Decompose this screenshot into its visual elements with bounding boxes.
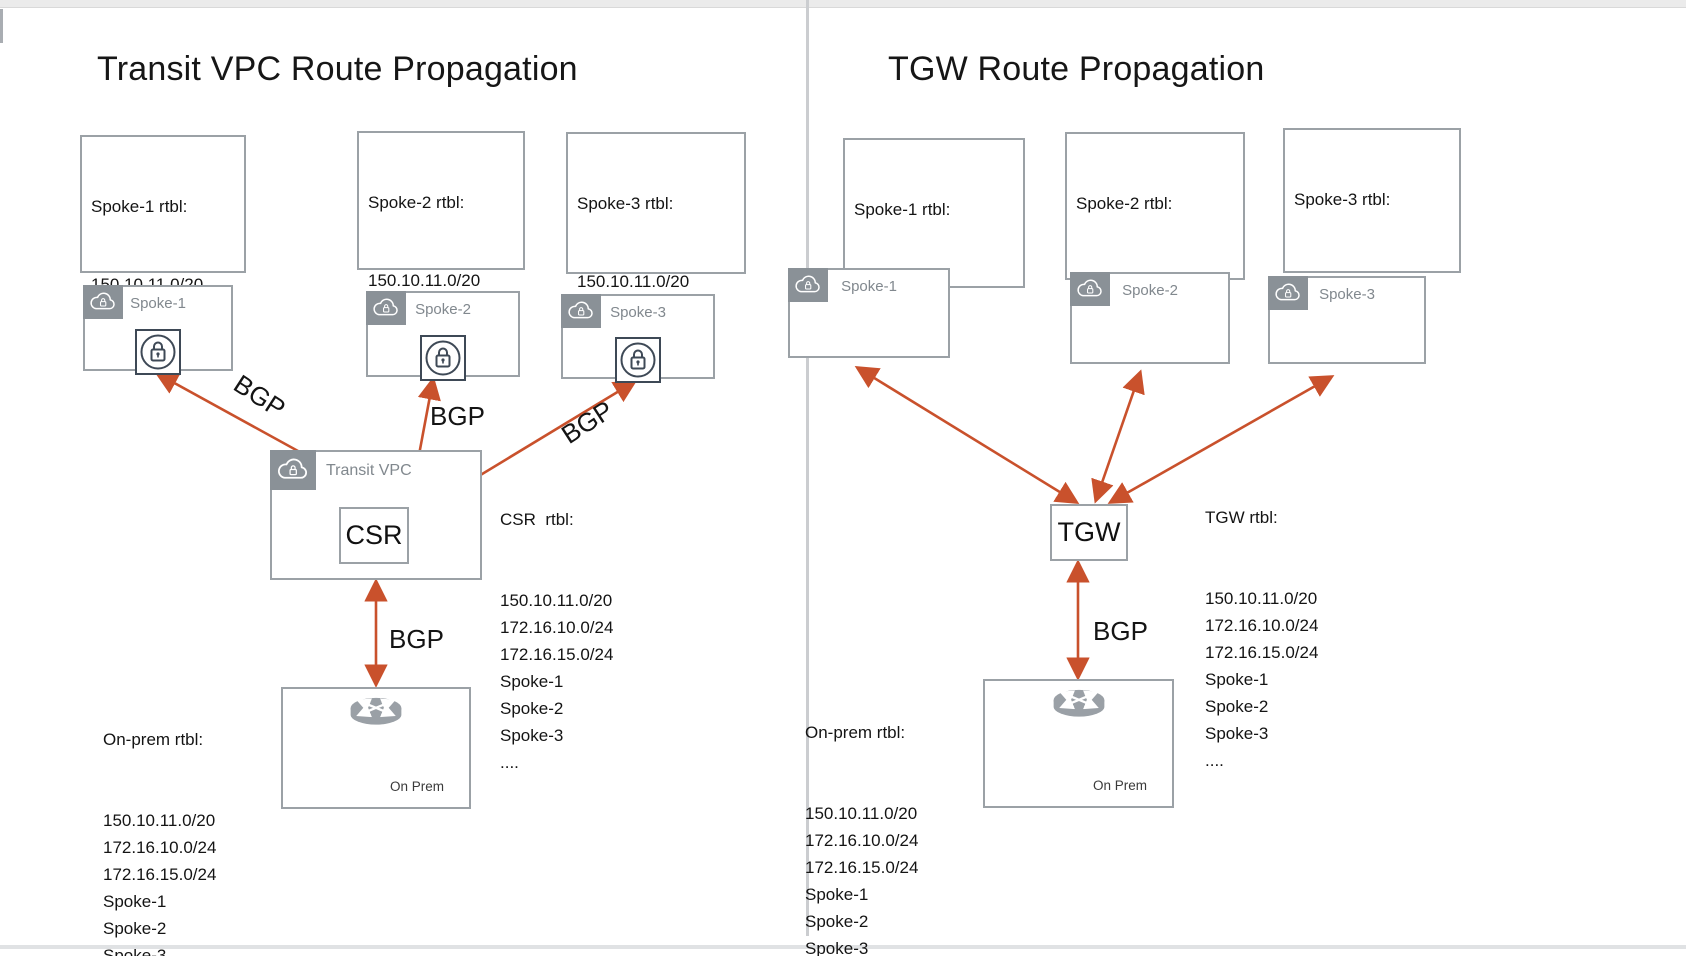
route-table-title: On-prem rtbl: <box>805 723 906 742</box>
vpc-label: Spoke-2 <box>1122 282 1178 299</box>
vpc-tab <box>366 291 406 325</box>
vpc-tab <box>83 285 123 319</box>
route-table-title: Spoke-1 rtbl: <box>91 197 188 216</box>
route-table-entries: 150.10.11.0/20 172.16.10.0/24 172.16.15.… <box>500 591 614 772</box>
right-spoke2-route-table: Spoke-2 rtbl: <box>1065 132 1245 280</box>
vpc-tab <box>1070 272 1110 306</box>
arrow-spoke2-tgw <box>1091 369 1145 504</box>
vpc-label: Spoke-1 <box>841 278 897 295</box>
left-spoke1-vpc-box: Spoke-1 <box>83 285 233 375</box>
route-table-entries: 150.10.11.0/20 172.16.10.0/24 172.16.15.… <box>103 811 217 956</box>
left-spoke2-route-table: Spoke-2 rtbl: 150.10.11.0/20 172.16.10.0… <box>357 131 525 368</box>
csr-node: CSR <box>339 507 409 564</box>
padlock-circle-icon <box>620 342 656 378</box>
route-table-title: Spoke-2 rtbl: <box>1076 194 1173 213</box>
route-table-title: Spoke-3 rtbl: <box>1294 190 1391 209</box>
csr-route-table: CSR rtbl: 150.10.11.0/20 172.16.10.0/24 … <box>500 452 613 830</box>
right-onprem-route-table: On-prem rtbl: 150.10.11.0/20 172.16.10.0… <box>805 665 918 956</box>
route-table-title: On-prem rtbl: <box>103 730 204 749</box>
route-table-title: Spoke-1 rtbl: <box>854 200 951 219</box>
padlock-circle-icon <box>425 340 461 376</box>
bgp-label-onprem: BGP <box>389 624 444 654</box>
arrow-spoke1-tgw <box>854 365 1080 505</box>
right-spoke2-vpc-box: Spoke-2 <box>1070 272 1230 364</box>
route-table-title: Spoke-3 rtbl: <box>577 194 674 213</box>
route-table-entries: 150.10.11.0/20 172.16.10.0/24 172.16.15.… <box>1205 589 1319 770</box>
left-spoke1-route-table: Spoke-1 rtbl: 150.10.11.0/20 172.16.10.0… <box>80 135 246 372</box>
right-onprem-box: On Prem <box>983 679 1174 808</box>
bgp-label-tgw-onprem: BGP <box>1093 616 1148 646</box>
pane-divider <box>806 0 809 936</box>
right-spoke1-route-table: Spoke-1 rtbl: <box>843 138 1025 288</box>
window-bottom-edge <box>0 945 1686 949</box>
route-table-title: TGW rtbl: <box>1205 508 1278 527</box>
left-spoke3-vpc-box: Spoke-3 <box>561 294 715 383</box>
router-icon <box>1053 689 1104 717</box>
vpc-cloud-icon <box>1275 282 1300 300</box>
lock-badge <box>135 329 181 375</box>
vpc-tab <box>1268 276 1308 310</box>
vpc-label: Transit VPC <box>326 462 412 479</box>
route-table-title: Spoke-2 rtbl: <box>368 193 465 212</box>
vpc-tab <box>270 450 316 490</box>
left-pane-title: Transit VPC Route Propagation <box>97 50 578 88</box>
vpc-cloud-icon <box>278 458 307 479</box>
bgp-label-spoke2: BGP <box>430 401 485 431</box>
vpc-cloud-icon <box>1077 278 1102 296</box>
route-table-entries: 150.10.11.0/20 172.16.10.0/24 172.16.15.… <box>805 804 919 956</box>
window-top-edge <box>0 0 1686 8</box>
tgw-route-table: TGW rtbl: 150.10.11.0/20 172.16.10.0/24 … <box>1205 450 1318 828</box>
vpc-tab <box>561 294 601 328</box>
tgw-node: TGW <box>1050 504 1128 561</box>
vpc-label: Spoke-3 <box>1319 286 1375 303</box>
route-table-title: CSR rtbl: <box>500 510 574 529</box>
vpc-cloud-icon <box>90 291 115 309</box>
left-spoke3-route-table: Spoke-3 rtbl: 150.10.11.0/20 172.16.10.0… <box>566 132 746 369</box>
vpc-cloud-icon <box>568 300 593 318</box>
router-icon <box>350 697 402 725</box>
onprem-label: On Prem <box>389 779 444 794</box>
left-spoke2-vpc-box: Spoke-2 <box>366 291 520 381</box>
vpc-label: Spoke-3 <box>610 304 666 321</box>
vpc-label: Spoke-2 <box>415 301 471 318</box>
right-spoke1-vpc-box: Spoke-1 <box>788 268 950 358</box>
left-onprem-box: On Prem <box>281 687 471 809</box>
right-spoke3-vpc-box: Spoke-3 <box>1268 276 1426 364</box>
vpc-label: Spoke-1 <box>130 295 186 312</box>
right-spoke3-route-table: Spoke-3 rtbl: <box>1283 128 1461 273</box>
window-left-edge <box>0 9 3 43</box>
vpc-cloud-icon <box>795 274 820 292</box>
vpc-tab <box>788 268 828 302</box>
vpc-cloud-icon <box>373 297 398 315</box>
bgp-label-spoke1: BGP <box>228 368 291 424</box>
right-pane-title: TGW Route Propagation <box>888 50 1265 88</box>
padlock-circle-icon <box>140 334 176 370</box>
left-onprem-route-table: On-prem rtbl: 150.10.11.0/20 172.16.10.0… <box>103 672 216 956</box>
lock-badge <box>420 335 466 381</box>
onprem-label: On Prem <box>1092 778 1147 793</box>
lock-badge <box>615 337 661 383</box>
